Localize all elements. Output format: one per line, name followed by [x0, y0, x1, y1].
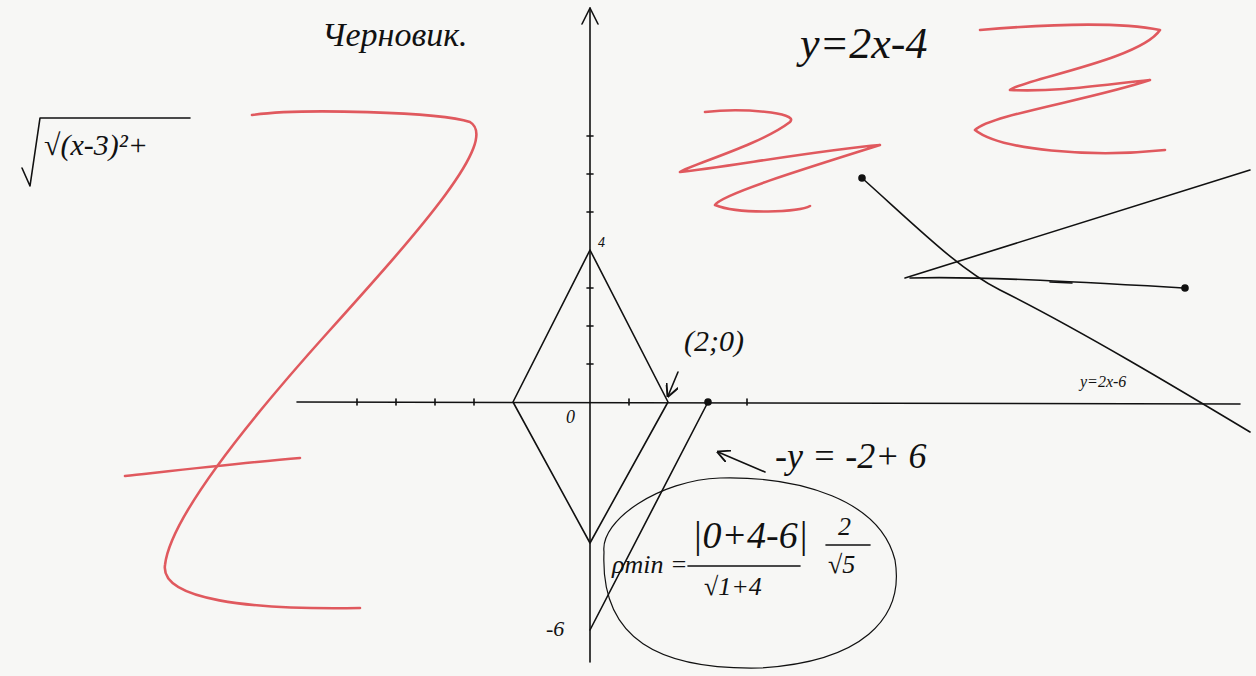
origin-label: 0 — [566, 408, 575, 426]
draft-title: Черновик. — [322, 18, 468, 52]
point — [859, 175, 865, 181]
sketch-dash — [1050, 282, 1072, 283]
denominator: √5 — [828, 552, 855, 578]
fraction-bar — [826, 544, 870, 546]
equation: y=2x-4 — [800, 22, 927, 66]
distance-label: ρmin = — [612, 552, 688, 578]
root-sign — [22, 118, 190, 186]
sketch-line — [905, 170, 1250, 278]
y-axis — [589, 8, 591, 662]
scribble — [604, 478, 897, 668]
point — [1182, 285, 1188, 291]
ticks — [357, 136, 747, 405]
line-graph — [590, 402, 708, 630]
point — [705, 399, 711, 405]
equation: y=2x-6 — [1080, 374, 1126, 390]
x-axis — [297, 402, 1240, 404]
sketch-line — [910, 278, 1185, 288]
axis-arrow — [582, 8, 598, 24]
axis-number: 4 — [598, 236, 605, 250]
denominator: √1+4 — [704, 574, 762, 600]
axis-number: -6 — [546, 618, 564, 640]
numerator: 2 — [838, 514, 851, 540]
fraction-bar — [688, 565, 800, 567]
pointer-arrow — [668, 372, 678, 396]
sketch-curve — [862, 178, 1250, 432]
formula-fragment: √(x-3)²+ — [44, 130, 148, 160]
point-label: (2;0) — [684, 326, 744, 356]
red-scribble — [125, 25, 1165, 609]
numerator: |0+4-6| — [692, 516, 808, 554]
pointer-arrow — [718, 452, 765, 472]
equation: -y = -2+ 6 — [775, 438, 927, 474]
